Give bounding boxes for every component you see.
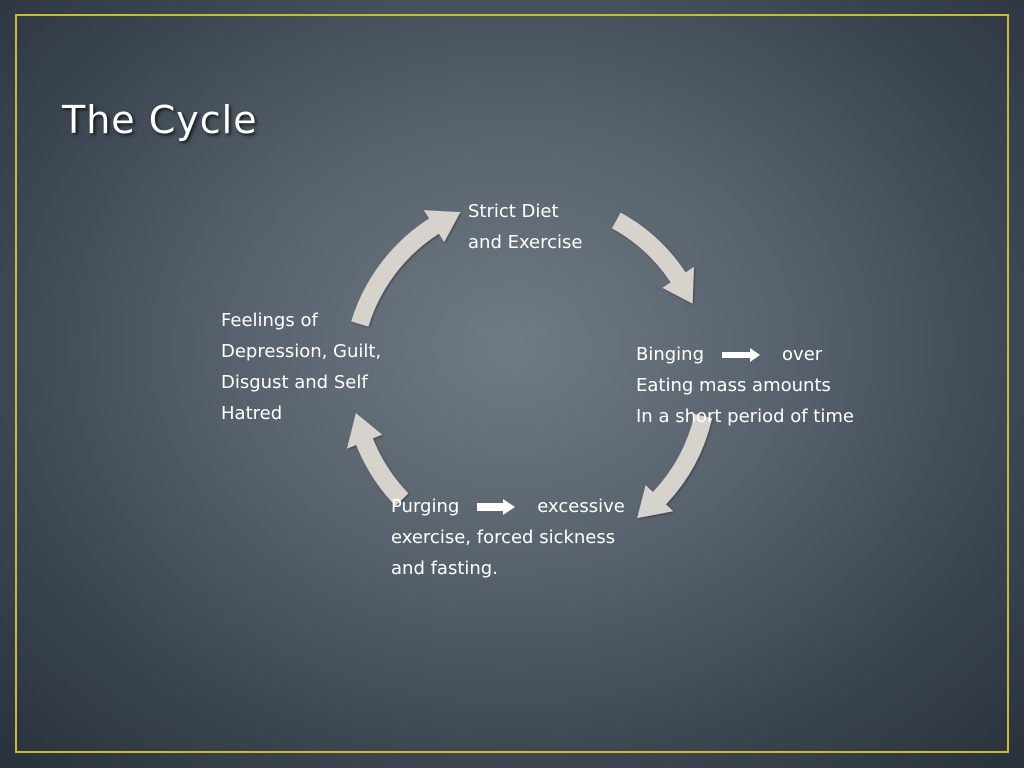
node-line: Eating mass amounts bbox=[636, 375, 831, 396]
node-line: Depression, Guilt, bbox=[221, 341, 382, 362]
node-line: Strict Diet bbox=[468, 201, 559, 222]
node-line: In a short period of time bbox=[636, 406, 854, 427]
slide-frame bbox=[15, 14, 1009, 753]
node-line: and Exercise bbox=[468, 232, 583, 253]
node-term: Binging bbox=[636, 344, 705, 365]
cycle-node-purging: Purging excessive exercise, forced sickne… bbox=[391, 491, 625, 584]
right-arrow-icon bbox=[477, 499, 516, 515]
cycle-node-strict-diet: Strict Diet and Exercise bbox=[468, 196, 583, 258]
cycle-node-binging: Binging over Eating mass amounts In a sho… bbox=[636, 339, 854, 432]
node-after-arrow: excessive bbox=[537, 496, 625, 517]
slide-title: The Cycle bbox=[62, 98, 258, 142]
node-line: Feelings of bbox=[221, 310, 318, 331]
node-term: Purging bbox=[391, 496, 460, 517]
node-line: exercise, forced sickness bbox=[391, 527, 616, 548]
right-arrow-icon bbox=[722, 348, 761, 362]
node-line: Disgust and Self bbox=[221, 372, 368, 393]
node-line: Hatred bbox=[221, 403, 283, 424]
node-after-arrow: over bbox=[782, 344, 823, 365]
node-line: and fasting. bbox=[391, 558, 498, 579]
cycle-node-feelings: Feelings of Depression, Guilt, Disgust a… bbox=[221, 305, 381, 429]
